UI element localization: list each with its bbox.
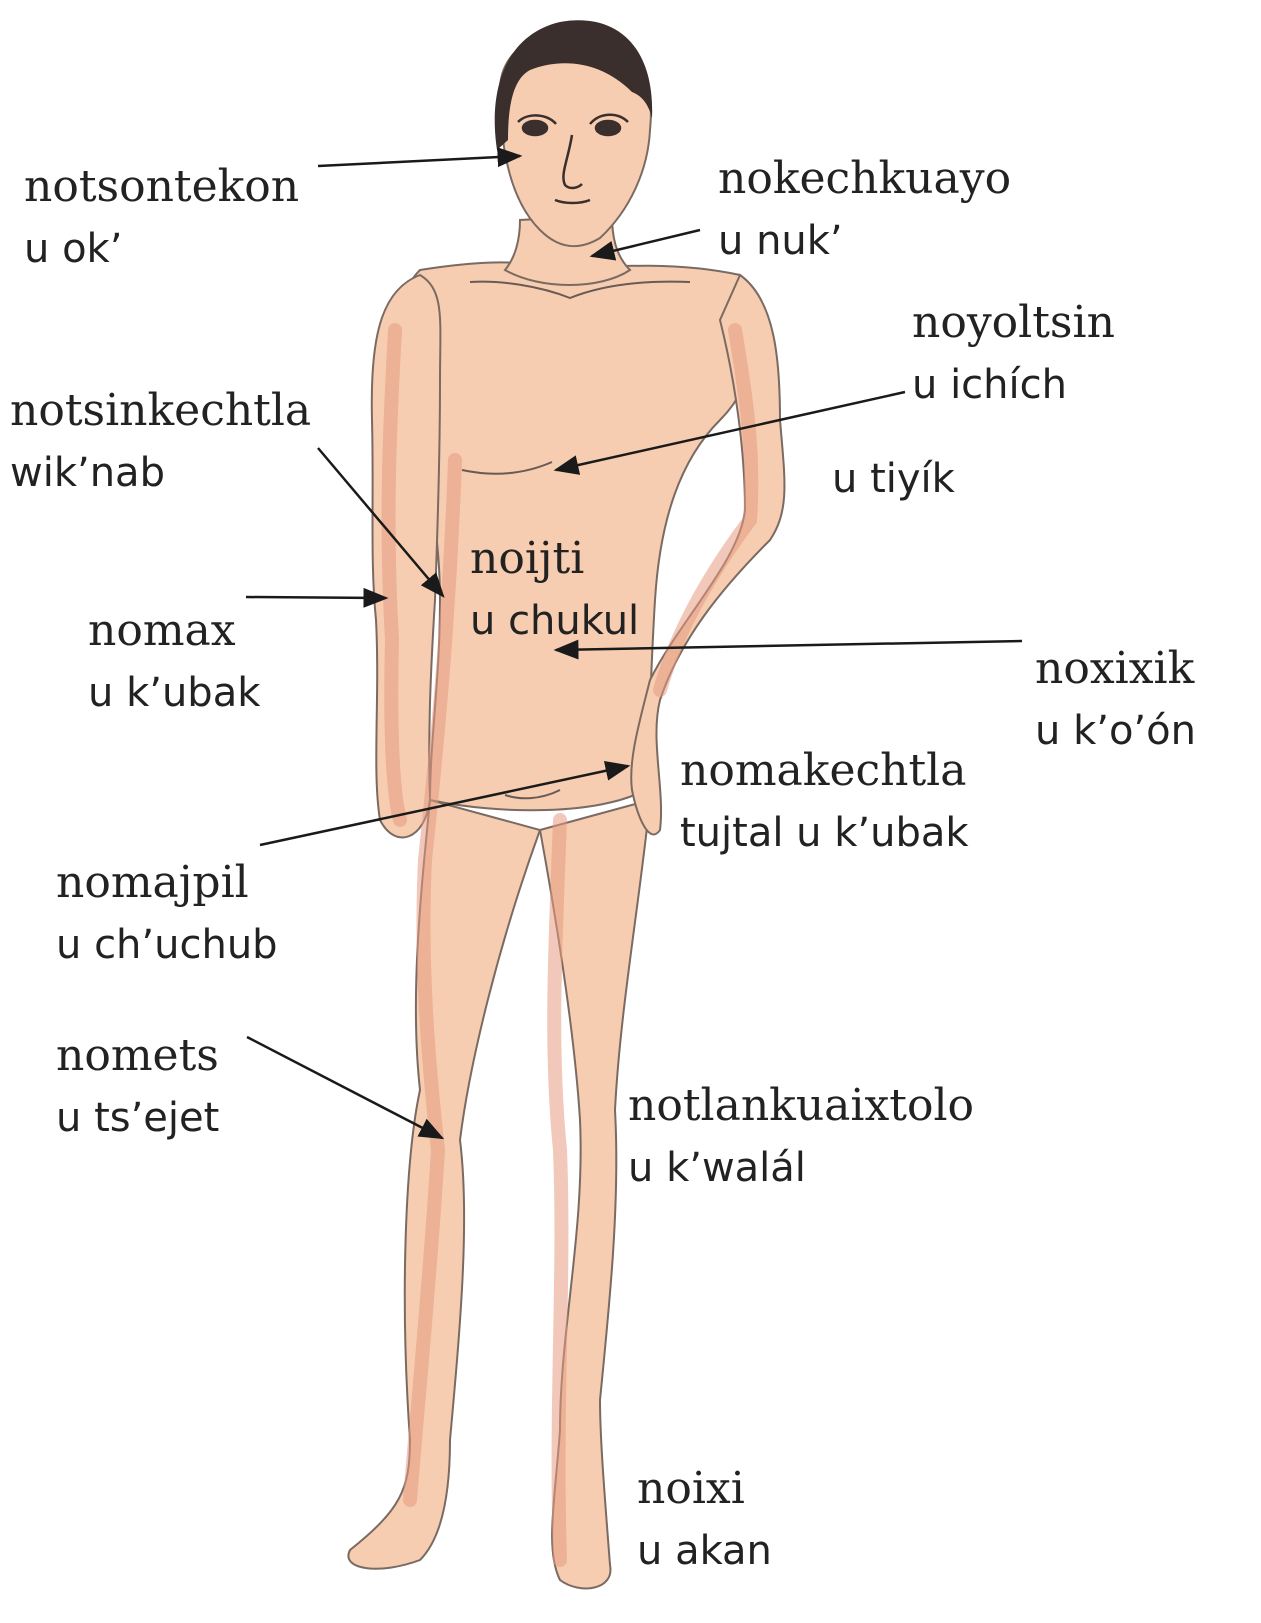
label-wrist: nomakechtla tujtal u k’ubak <box>680 740 969 864</box>
arrow-knee <box>247 1037 442 1138</box>
label-navel-nahuatl: noxixik <box>1035 638 1196 700</box>
label-arm-teenek: u k’ubak <box>88 662 260 724</box>
label-arm: nomax u k’ubak <box>88 600 260 724</box>
label-chin-nahuatl: nokechkuayo <box>718 148 1011 210</box>
label-foot: noixi u akan <box>637 1458 772 1582</box>
label-chin-teenek: u nuk’ <box>718 210 1011 272</box>
label-shin-teenek: u k’walál <box>628 1137 974 1199</box>
label-wrist-nahuatl: nomakechtla <box>680 740 969 802</box>
label-wrist-teenek: tujtal u k’ubak <box>680 802 969 864</box>
label-foot-teenek: u akan <box>637 1520 772 1582</box>
label-shin: notlankuaixtolo u k’walál <box>628 1075 974 1199</box>
label-elbow-nahuatl: notsinkechtla <box>10 380 311 442</box>
label-elbow-teenek: wik’nab <box>10 442 311 504</box>
label-navel-teenek: u k’o’ón <box>1035 700 1196 762</box>
label-cheek-teenek: u ok’ <box>24 218 299 280</box>
label-foot-nahuatl: noixi <box>637 1458 772 1520</box>
label-knee-nahuatl: nomets <box>56 1025 219 1087</box>
label-chest: noyoltsin u ichích <box>912 292 1115 416</box>
label-arm-nahuatl: nomax <box>88 600 260 662</box>
label-shin-nahuatl: notlankuaixtolo <box>628 1075 974 1137</box>
label-belly-teenek: u tiyík <box>832 448 955 510</box>
right-leg <box>348 800 540 1569</box>
label-cheek: notsontekon u ok’ <box>24 156 299 280</box>
label-chest-nahuatl: noyoltsin <box>912 292 1115 354</box>
label-chin: nokechkuayo u nuk’ <box>718 148 1011 272</box>
label-chest-teenek: u ichích <box>912 354 1115 416</box>
label-knee-teenek: u ts’ejet <box>56 1087 219 1149</box>
arrow-arm <box>246 597 386 598</box>
label-finger-nahuatl: nomajpil <box>56 852 278 914</box>
arrow-cheek <box>318 156 520 166</box>
label-belly: u tiyík <box>832 448 955 510</box>
label-finger: nomajpil u ch’uchub <box>56 852 278 976</box>
label-knee: nomets u ts’ejet <box>56 1025 219 1149</box>
label-elbow: notsinkechtla wik’nab <box>10 380 311 504</box>
label-cheek-nahuatl: notsontekon <box>24 156 299 218</box>
label-abdomen-teenek: u chukul <box>470 590 639 652</box>
label-abdomen-nahuatl: noijti <box>470 528 639 590</box>
label-finger-teenek: u ch’uchub <box>56 914 278 976</box>
label-navel: noxixik u k’o’ón <box>1035 638 1196 762</box>
label-abdomen: noijti u chukul <box>470 528 639 652</box>
